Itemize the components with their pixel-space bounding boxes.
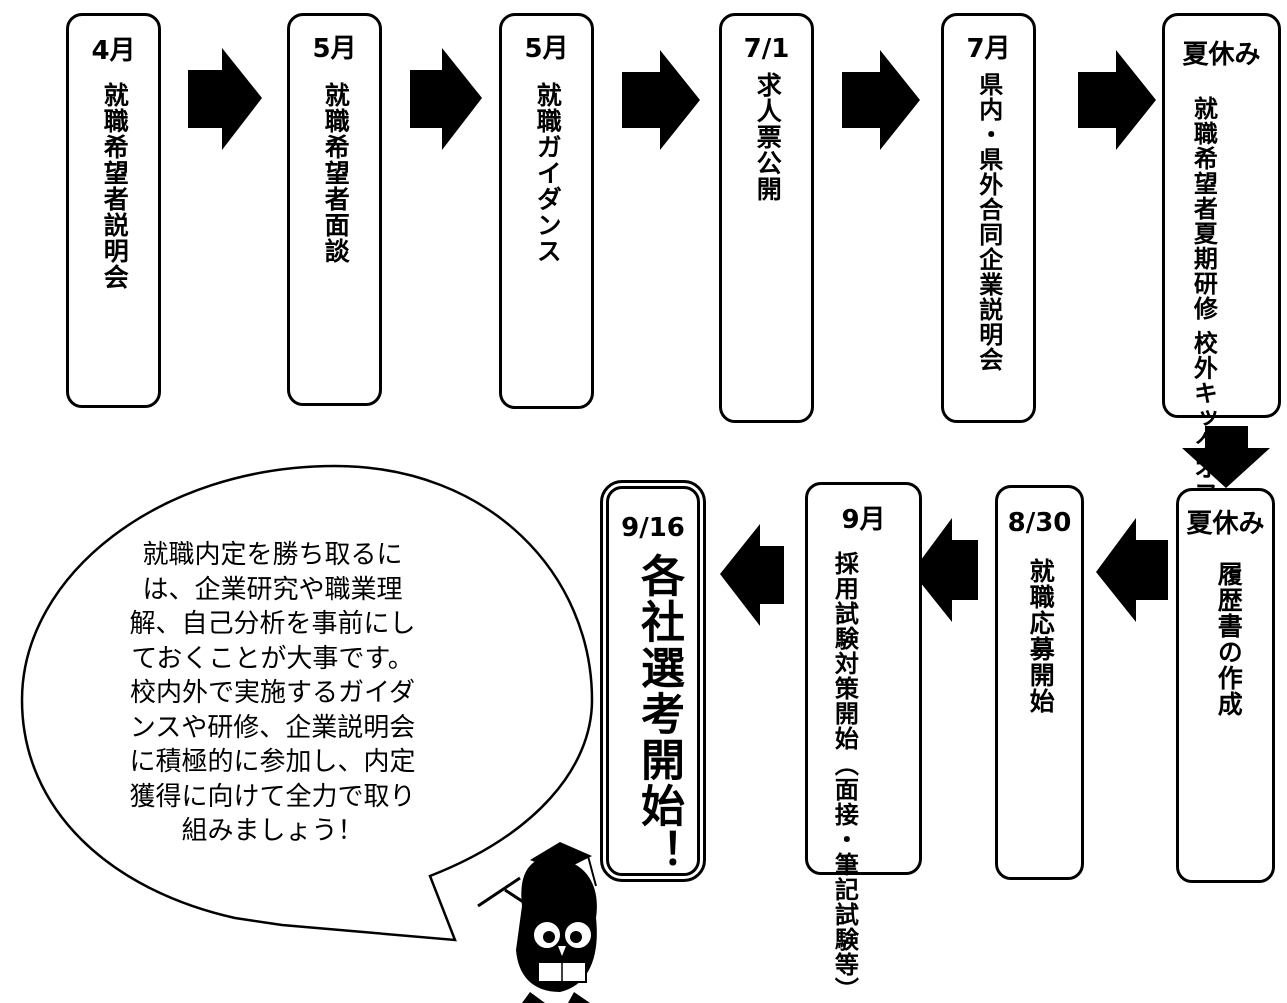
bubble-line: 校内外で実施するガイダ <box>130 678 415 708</box>
arrow-icon <box>1078 50 1156 150</box>
arrow-icon <box>188 48 262 150</box>
step-text: 就職ガイダンス <box>533 82 563 264</box>
speech-bubble-text: 就職内定を勝ち取るに は、企業研究や職業理 解、自己分析を事前にし ておくことが… <box>105 538 440 849</box>
bubble-line: 組みましょう！ <box>181 816 364 846</box>
step-box: 7/1 求人票公開 <box>719 13 814 423</box>
arrow-icon <box>622 50 700 150</box>
step-text-line: 就職希望者夏期研修 <box>1189 96 1218 321</box>
step-text: 就職希望者面談 <box>321 82 351 264</box>
step-box: 9月 採用試験対策開始 （面接・筆記試験等） <box>805 482 922 1002</box>
speech-bubble <box>20 464 594 942</box>
step-box: 5月 就職ガイダンス <box>499 13 594 409</box>
arrow-icon <box>1096 518 1168 622</box>
step-text: 履歴書の作成 <box>1214 561 1244 717</box>
step-text: 就職希望者夏期研修 校外キックオフ研修 <box>1187 96 1219 555</box>
step-box: 夏休み 履歴書の作成 <box>1176 488 1275 883</box>
step-text: 就職応募開始 <box>1026 558 1056 714</box>
arrow-icon <box>842 50 920 150</box>
step-date: 4月 <box>91 36 136 66</box>
arrow-icon <box>410 48 482 150</box>
step-date: 5月 <box>312 34 357 64</box>
bubble-line: は、企業研究や職業理 <box>142 574 403 605</box>
step-text: 就職希望者説明会 <box>100 82 130 290</box>
step-date: 9/16 <box>621 513 685 543</box>
step-date: 5月 <box>524 34 569 64</box>
step-date: 9月 <box>841 505 886 535</box>
step-text: 各社選考開始！ <box>633 553 684 875</box>
arrow-icon <box>720 524 784 626</box>
step-box-final: 9/16 各社選考開始！ <box>600 480 706 882</box>
arrow-icon <box>1182 426 1270 488</box>
bubble-line: 獲得に向けて全力で取り <box>129 781 416 812</box>
step-box: 7月 県内・県外合同企業説明会 <box>941 13 1036 423</box>
step-date: 7/1 <box>743 34 790 64</box>
bubble-line: 解、自己分析を事前にし <box>129 609 416 639</box>
step-text: 県内・県外合同企業説明会 <box>974 72 1003 372</box>
bubble-line: ておくことが大事です。 <box>131 643 414 674</box>
step-date: 7月 <box>966 34 1011 64</box>
step-box: 夏休み 就職希望者夏期研修 校外キックオフ研修 <box>1162 13 1281 555</box>
step-box: 5月 就職希望者面談 <box>287 13 382 406</box>
arrow-icon <box>912 518 978 622</box>
step-text: 採用試験対策開始 （面接・筆記試験等） <box>828 551 860 1002</box>
bubble-line: 就職内定を勝ち取るに <box>142 540 403 570</box>
step-text-line: 採用試験対策開始 <box>830 551 859 751</box>
bubble-line: に積極的に参加し、内定 <box>129 747 416 777</box>
bubble-line: ンスや研修、企業説明会 <box>129 712 416 743</box>
step-box: 4月 就職希望者説明会 <box>66 13 161 408</box>
step-text: 求人票公開 <box>753 72 783 202</box>
owl-mascot-icon <box>477 842 597 1003</box>
step-box: 8/30 就職応募開始 <box>995 485 1084 880</box>
step-text-line: （面接・筆記試験等） <box>830 752 859 1003</box>
step-date: 夏休み <box>1182 40 1261 70</box>
step-date: 夏休み <box>1186 509 1265 539</box>
step-date: 8/30 <box>1007 508 1072 538</box>
